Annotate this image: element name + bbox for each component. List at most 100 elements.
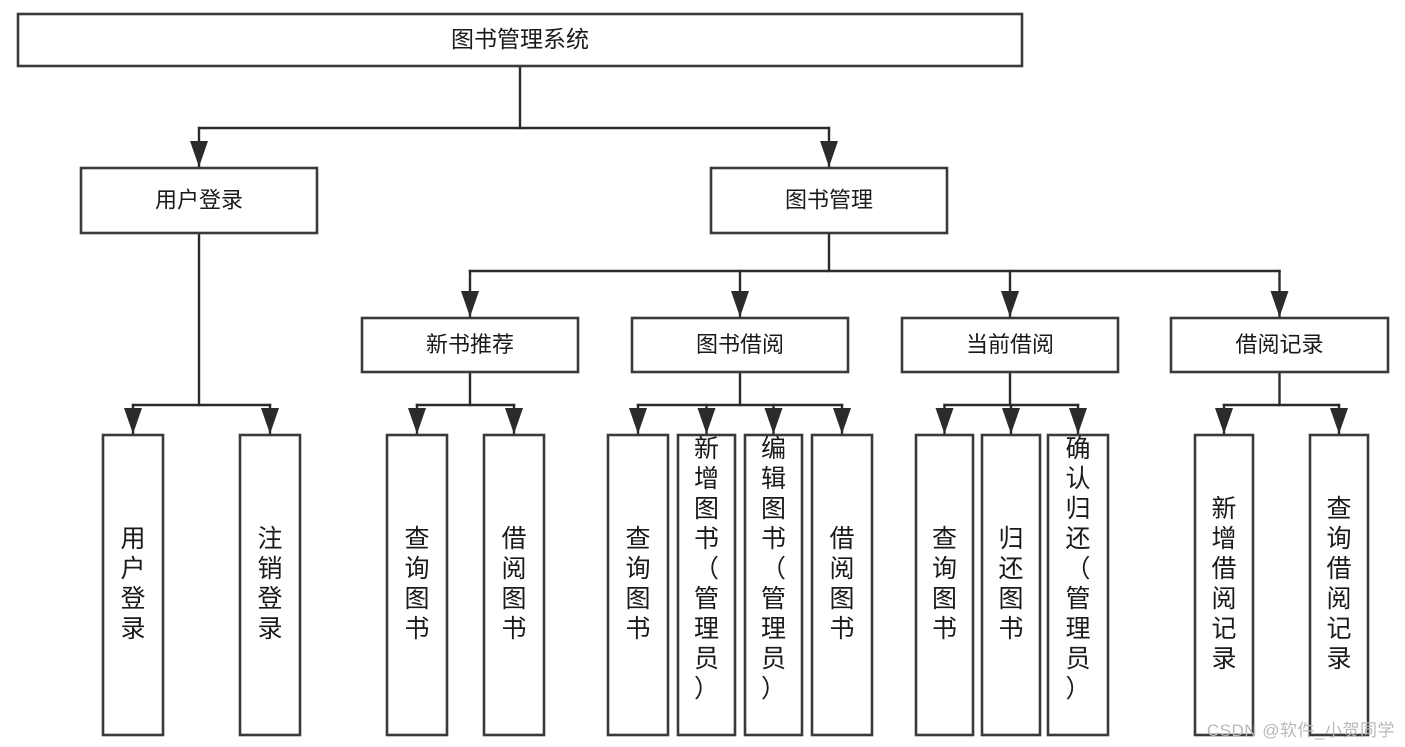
node-leaf-user-login[interactable]: 用户登录 bbox=[101, 433, 165, 737]
node-label-char-leaf-confirm-return-admin-5: 管 bbox=[1065, 585, 1090, 613]
node-label-char-leaf-edit-book-admin-8: ） bbox=[761, 675, 786, 703]
node-user-login[interactable]: 用户登录 bbox=[79, 166, 319, 235]
node-box-root bbox=[16, 12, 1024, 68]
arrowhead-leaf-query-book-3 bbox=[935, 408, 954, 434]
node-label-char-leaf-query-book-2-1: 询 bbox=[625, 555, 650, 583]
node-box-leaf-add-borrow-record bbox=[1193, 433, 1255, 737]
node-label-char-leaf-borrow-book-1-3: 书 bbox=[501, 615, 526, 643]
node-label-char-leaf-add-book-admin-5: 管 bbox=[694, 585, 719, 613]
node-box-leaf-edit-book-admin bbox=[743, 433, 804, 737]
node-label-char-leaf-edit-book-admin-6: 理 bbox=[761, 615, 786, 643]
node-box-leaf-logout-login bbox=[238, 433, 302, 737]
node-label-char-leaf-query-book-3-3: 书 bbox=[932, 615, 957, 643]
node-label-char-leaf-add-borrow-record-3: 阅 bbox=[1211, 585, 1236, 613]
node-label-char-leaf-add-book-admin-8: ） bbox=[694, 675, 719, 703]
node-label-char-leaf-confirm-return-admin-7: 员 bbox=[1065, 645, 1090, 673]
node-label-char-leaf-add-borrow-record-0: 新 bbox=[1211, 495, 1236, 523]
node-label-char-leaf-confirm-return-admin-2: 归 bbox=[1065, 495, 1090, 523]
node-label-char-leaf-confirm-return-admin-6: 理 bbox=[1065, 615, 1090, 643]
node-root[interactable]: 图书管理系统 bbox=[16, 12, 1024, 68]
node-label-char-leaf-query-borrow-record-1: 询 bbox=[1326, 525, 1351, 553]
node-label-root: 图书管理系统 bbox=[451, 26, 589, 52]
node-label-char-leaf-user-login-3: 录 bbox=[120, 615, 145, 643]
arrowhead-borrow-record bbox=[1270, 291, 1289, 317]
node-label-char-leaf-return-book-0: 归 bbox=[998, 525, 1023, 553]
arrowhead-leaf-return-book bbox=[1002, 408, 1020, 434]
node-box-leaf-confirm-return-admin bbox=[1046, 433, 1110, 737]
arrowhead-leaf-query-book-2 bbox=[629, 408, 647, 434]
node-label-char-leaf-add-book-admin-1: 增 bbox=[694, 465, 719, 493]
node-label-char-leaf-confirm-return-admin-1: 认 bbox=[1065, 465, 1090, 493]
node-book-manage[interactable]: 图书管理 bbox=[709, 166, 949, 235]
node-box-leaf-add-book-admin bbox=[676, 433, 737, 737]
arrowhead-leaf-edit-book-admin bbox=[764, 408, 783, 434]
arrowhead-leaf-user-login bbox=[124, 408, 142, 434]
node-label-char-leaf-query-book-2-2: 图 bbox=[625, 585, 650, 613]
node-label-char-leaf-borrow-book-1-2: 图 bbox=[501, 585, 526, 613]
node-box-new-book-recommend bbox=[360, 316, 580, 374]
node-label-char-leaf-edit-book-admin-4: （ bbox=[761, 555, 786, 583]
node-box-user-login bbox=[79, 166, 319, 235]
node-label-char-leaf-edit-book-admin-2: 图 bbox=[761, 495, 786, 523]
node-label-char-leaf-confirm-return-admin-3: 还 bbox=[1065, 525, 1090, 553]
node-label-char-leaf-add-book-admin-3: 书 bbox=[694, 525, 719, 553]
node-box-leaf-query-book-2 bbox=[606, 433, 670, 737]
node-label-char-leaf-query-book-1-0: 查 bbox=[404, 525, 429, 553]
node-label-char-leaf-logout-login-3: 录 bbox=[257, 615, 282, 643]
arrowhead-leaf-query-book-1 bbox=[408, 408, 426, 434]
node-label-char-leaf-return-book-2: 图 bbox=[998, 585, 1023, 613]
node-label-char-leaf-add-book-admin-0: 新 bbox=[694, 435, 719, 463]
node-label-char-leaf-edit-book-admin-1: 辑 bbox=[761, 465, 786, 493]
node-label-char-leaf-add-book-admin-7: 员 bbox=[694, 645, 719, 673]
node-label-char-leaf-query-borrow-record-4: 记 bbox=[1326, 615, 1351, 643]
arrowhead-book-manage bbox=[820, 141, 838, 167]
node-label-char-leaf-add-borrow-record-5: 录 bbox=[1211, 645, 1236, 673]
arrowhead-leaf-query-borrow-record bbox=[1330, 408, 1348, 434]
node-label-char-leaf-add-book-admin-4: （ bbox=[694, 555, 719, 583]
node-label-char-leaf-add-book-admin-6: 理 bbox=[694, 615, 719, 643]
node-label-current-borrow: 当前借阅 bbox=[966, 332, 1054, 357]
node-label-user-login: 用户登录 bbox=[155, 187, 243, 212]
arrowhead-current-borrow bbox=[1001, 291, 1019, 317]
node-label-char-leaf-query-book-2-0: 查 bbox=[625, 525, 650, 553]
node-label-char-leaf-query-borrow-record-0: 查 bbox=[1326, 495, 1351, 523]
node-label-char-leaf-logout-login-2: 登 bbox=[257, 585, 282, 613]
node-new-book-recommend[interactable]: 新书推荐 bbox=[360, 316, 580, 374]
node-label-char-leaf-edit-book-admin-5: 管 bbox=[761, 585, 786, 613]
node-label-char-leaf-add-borrow-record-1: 增 bbox=[1211, 525, 1236, 553]
node-box-borrow-record bbox=[1169, 316, 1390, 374]
node-label-char-leaf-query-borrow-record-3: 阅 bbox=[1326, 585, 1351, 613]
arrowhead-leaf-logout-login bbox=[261, 408, 279, 434]
node-current-borrow[interactable]: 当前借阅 bbox=[900, 316, 1120, 374]
node-label-char-leaf-user-login-2: 登 bbox=[120, 585, 145, 613]
node-label-char-leaf-return-book-1: 还 bbox=[998, 555, 1023, 583]
arrowhead-leaf-confirm-return-admin bbox=[1069, 408, 1087, 434]
nodes-layer: 图书管理系统用户登录图书管理新书推荐图书借阅当前借阅借阅记录用户登录注销登录查询… bbox=[16, 12, 1390, 737]
node-box-leaf-user-login bbox=[101, 433, 165, 737]
arrowhead-new-book-recommend bbox=[461, 291, 479, 317]
node-borrow-record[interactable]: 借阅记录 bbox=[1169, 316, 1390, 374]
arrowhead-leaf-add-book-admin bbox=[697, 408, 716, 434]
node-book-borrow[interactable]: 图书借阅 bbox=[630, 316, 850, 374]
node-label-borrow-record: 借阅记录 bbox=[1235, 332, 1323, 357]
node-label-char-leaf-confirm-return-admin-8: ） bbox=[1065, 675, 1090, 703]
node-label-char-leaf-confirm-return-admin-4: （ bbox=[1065, 555, 1090, 583]
connector-edges-layer bbox=[124, 64, 1348, 436]
node-label-book-manage: 图书管理 bbox=[785, 187, 873, 212]
node-box-leaf-query-borrow-record bbox=[1308, 433, 1370, 737]
arrowhead-leaf-borrow-book-2 bbox=[833, 408, 851, 434]
